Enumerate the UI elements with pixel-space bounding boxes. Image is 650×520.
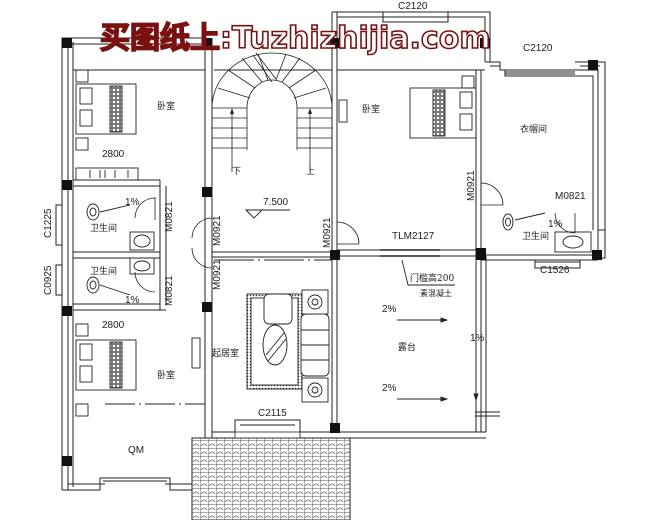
watermark-text: 买图纸上:Tuzhizhijia.com (99, 21, 491, 56)
room-label-bathroom-left-top: 卫生间 (90, 224, 118, 234)
door-label-m0921-2: M0921 (212, 259, 223, 290)
dimension-label-bottom: 2800 (102, 320, 125, 331)
door-label-m0921-4: M0921 (466, 170, 477, 201)
stair-down-label: 下 (232, 167, 242, 177)
door-label-m0921-3: M0921 (322, 217, 333, 248)
window-label-qm: QM (128, 445, 145, 456)
window-label-c1225: C1225 (43, 208, 54, 238)
door-label-m0821-3: M0821 (555, 191, 586, 202)
slope-label-terrace-2: 2% (382, 383, 397, 394)
room-label-closet: 衣帽间 (520, 125, 548, 135)
room-label-living-room: 起居室 (212, 349, 240, 359)
door-label-m0821-2: M0821 (164, 275, 175, 306)
window-label-c1526: C1526 (540, 265, 570, 276)
room-label-bathroom-right: 卫生间 (522, 232, 550, 242)
dimension-label-top: 2800 (102, 149, 125, 160)
slope-label-bath-1: 1% (125, 197, 140, 208)
door-label-m0921-1: M0921 (212, 215, 223, 246)
slope-label-bath-3: 1% (548, 219, 563, 230)
window-label-c2115: C2115 (258, 408, 287, 419)
window-label-c2120-right: C2120 (523, 43, 553, 54)
room-label-bedroom-top-left: 卧室 (157, 102, 176, 112)
slope-label-bath-2: 1% (125, 295, 140, 306)
door-label-m0821-1: M0821 (164, 201, 175, 232)
room-label-terrace: 露台 (398, 343, 417, 353)
room-label-bathroom-left-bottom: 卫生间 (90, 267, 118, 277)
threshold-note: 门槛高200 (410, 274, 455, 284)
threshold-material: 素混凝土 (420, 289, 452, 298)
door-label-tlm2127: TLM2127 (392, 231, 435, 242)
room-label-bedroom-top-right: 卧室 (362, 105, 381, 115)
window-label-c0925: C0925 (43, 265, 54, 295)
room-label-bedroom-bottom-left: 卧室 (157, 371, 176, 381)
slope-label-terrace-1: 2% (382, 304, 397, 315)
elevation-label: 7.500 (263, 197, 289, 208)
slope-label-terrace-side: 1% (470, 333, 485, 344)
window-label-c2120-top: C2120 (398, 1, 428, 12)
stair-up-label: 上 (306, 167, 316, 177)
